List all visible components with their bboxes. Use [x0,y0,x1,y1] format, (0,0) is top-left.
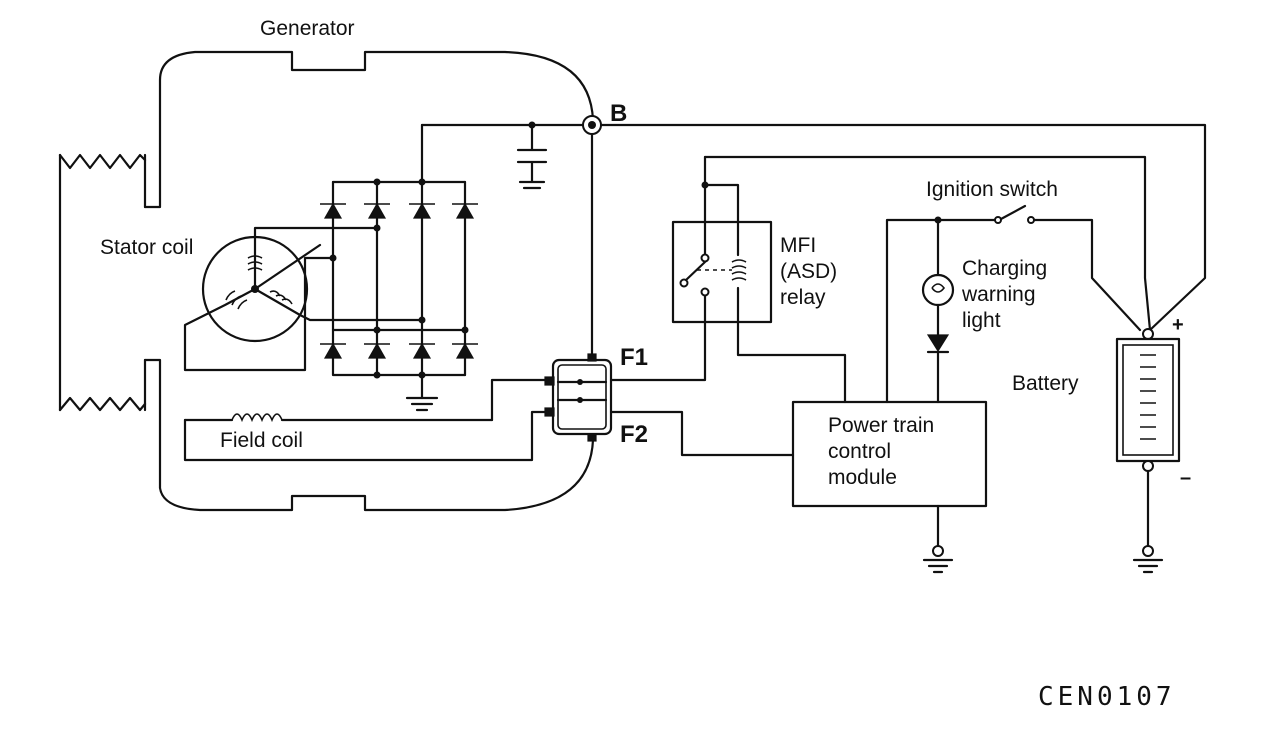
terminal-f1-label: F1 [620,344,648,371]
pcm-label-line1: Power train [828,414,934,437]
field-coil [183,378,550,462]
generator-label: Generator [260,17,355,40]
b-output-wire [420,115,1207,359]
field-coil-label: Field coil [220,429,303,452]
terminal-f2-label: F2 [620,421,648,448]
ignition-switch-label: Ignition switch [926,178,1058,201]
generator-housing [143,50,595,512]
figure-code: CEN0107 [1038,682,1176,712]
warning-light-label-line3: light [962,309,1001,332]
relay-label-line2: (ASD) [780,260,837,283]
stator-coil-label: Stator coil [100,236,193,259]
battery-minus-label: – [1180,467,1191,489]
warning-light-label-line2: warning [961,283,1036,306]
brush-holder [544,353,613,442]
battery-label: Battery [1012,372,1079,395]
regulator-wiring [609,288,795,457]
pcm-label-line3: module [828,466,897,489]
rotor-pole-left [58,153,147,412]
relay-label-line1: MFI [780,234,816,257]
rectifier-bridge [320,123,478,412]
warning-light-label-line1: Charging [962,257,1047,280]
stator-coil [183,226,424,372]
relay-label-line3: relay [780,286,826,309]
charging-warning-light [921,218,955,404]
terminal-b-label: B [610,100,627,127]
pcm-box [791,400,988,574]
diode-lower [320,342,478,359]
battery-plus-label: + [1172,314,1184,336]
pcm-label-line2: control [828,440,891,463]
mfi-asd-relay [671,155,1152,404]
battery [1115,328,1181,574]
diode-upper [320,202,478,219]
